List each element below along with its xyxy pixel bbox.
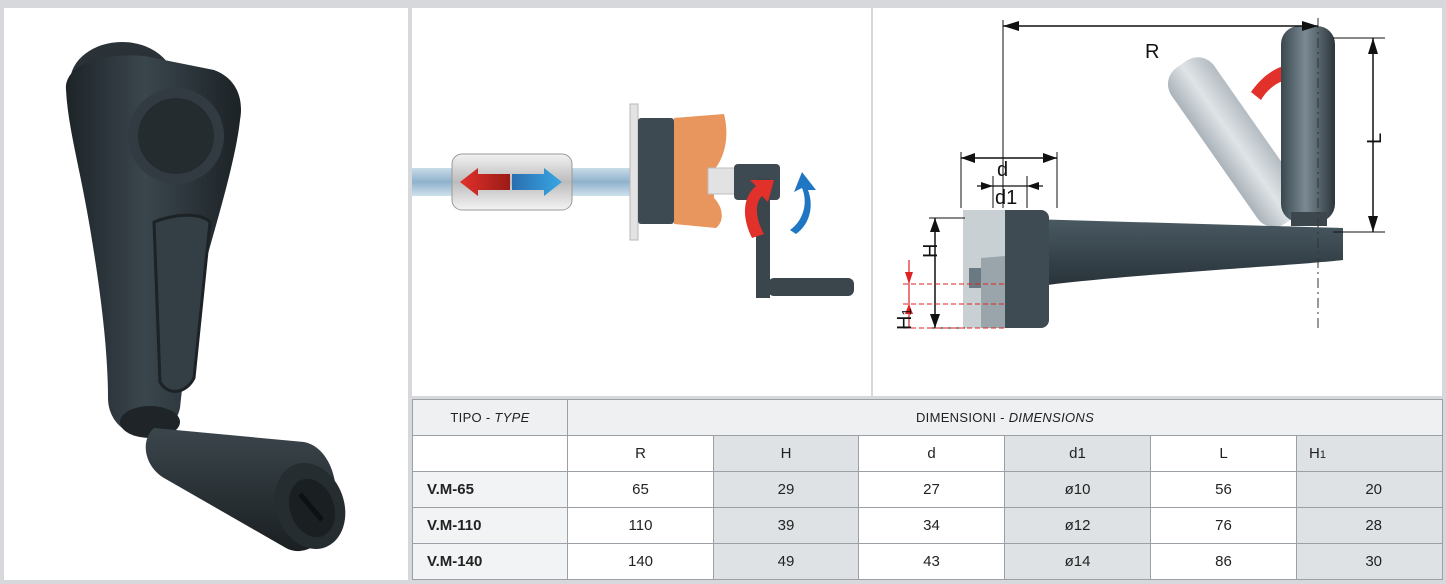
- rotate-arrow-blue-icon: [790, 172, 816, 234]
- table-row: V.M-110 110 39 34 ø12 76 28: [412, 507, 1444, 544]
- col-d: d: [858, 435, 1005, 472]
- cell-H: 39: [713, 507, 859, 544]
- cell-d: 34: [858, 507, 1005, 544]
- assembly-drawing: [412, 103, 854, 298]
- dim-d-label: d: [997, 159, 1008, 181]
- type-header: TIPO - TYPE: [412, 399, 568, 436]
- ghost-grip: [1167, 57, 1304, 227]
- rotate-arrow-red-icon: [744, 180, 774, 238]
- cell-d1: ø14: [1004, 543, 1151, 580]
- table-row: V.M-140 140 49 43 ø14 86 30: [412, 543, 1444, 580]
- dimension-drawing: R L d d1: [894, 18, 1386, 330]
- col-d1: d1: [1004, 435, 1151, 472]
- col-R: R: [567, 435, 714, 472]
- cell-d: 43: [858, 543, 1005, 580]
- cell-d1: ø12: [1004, 507, 1151, 544]
- dim-H1-label: H1: [894, 308, 916, 330]
- handle-photo: [65, 42, 346, 552]
- dim-L-label: L: [1364, 133, 1386, 144]
- crank-arm: [993, 218, 1343, 290]
- empty-cell: [412, 435, 568, 472]
- grip-knob: [1281, 26, 1335, 222]
- cell-H1: 20: [1295, 471, 1444, 508]
- dim-R-label: R: [1145, 41, 1159, 63]
- table-row: V.M-65 65 29 27 ø10 56 20: [412, 471, 1444, 508]
- cell-H: 29: [713, 471, 859, 508]
- table-header-row: TIPO - TYPE DIMENSIONI - DIMENSIONS: [412, 399, 1444, 436]
- cell-d1: ø10: [1004, 471, 1151, 508]
- column-header-row: R H d d1 L H1: [412, 435, 1444, 472]
- cell-R: 65: [567, 471, 714, 508]
- cell-L: 76: [1150, 507, 1297, 544]
- cell-L: 56: [1150, 471, 1297, 508]
- col-H: H: [713, 435, 859, 472]
- col-H1: H1: [1295, 435, 1444, 472]
- crank-grip: [768, 278, 854, 296]
- assembly-drawing-panel: [412, 8, 871, 396]
- dim-d1-label: d1: [995, 187, 1017, 209]
- cell-H: 49: [713, 543, 859, 580]
- cell-R: 110: [567, 507, 714, 544]
- dimensions-table: TIPO - TYPE DIMENSIONI - DIMENSIONS R H …: [412, 399, 1444, 580]
- bearing-housing: [674, 114, 727, 228]
- dim-H-label: H: [920, 244, 942, 258]
- left-arrow-icon: [460, 168, 510, 196]
- right-arrow-icon: [512, 168, 562, 196]
- row-type: V.M-110: [412, 507, 568, 544]
- cell-H1: 30: [1295, 543, 1444, 580]
- cell-H1: 28: [1295, 507, 1444, 544]
- cell-d: 27: [858, 471, 1005, 508]
- row-type: V.M-140: [412, 543, 568, 580]
- cell-L: 86: [1150, 543, 1297, 580]
- col-L: L: [1150, 435, 1297, 472]
- cell-R: 140: [567, 543, 714, 580]
- row-type: V.M-65: [412, 471, 568, 508]
- dimensions-header: DIMENSIONI - DIMENSIONS: [566, 399, 1444, 436]
- dimensions-table-container: TIPO - TYPE DIMENSIONI - DIMENSIONS R H …: [412, 399, 1444, 580]
- product-photo-panel: [4, 8, 408, 580]
- dimension-drawing-panel: R L d d1: [873, 8, 1442, 396]
